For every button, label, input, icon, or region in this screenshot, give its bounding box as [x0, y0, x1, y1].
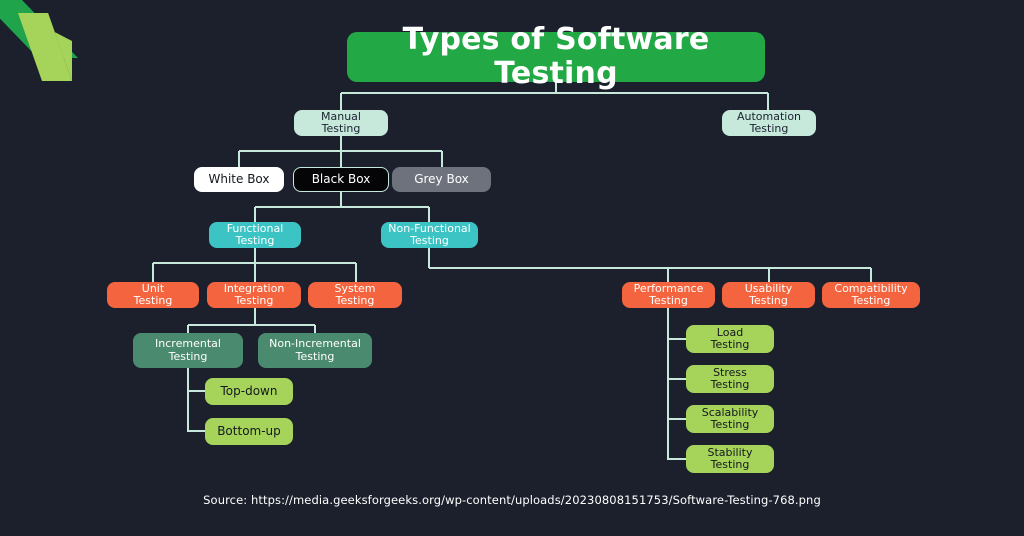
node-system-testing[interactable]: System Testing: [308, 282, 402, 308]
node-compatibility-testing[interactable]: Compatibility Testing: [822, 282, 920, 308]
node-top-down[interactable]: Top-down: [205, 378, 293, 405]
node-non-functional-testing[interactable]: Non-Functional Testing: [381, 222, 478, 248]
node-stress-testing[interactable]: Stress Testing: [686, 365, 774, 393]
node-performance-testing[interactable]: Performance Testing: [622, 282, 715, 308]
source-caption: Source: https://media.geeksforgeeks.org/…: [203, 493, 821, 507]
node-bottom-up[interactable]: Bottom-up: [205, 418, 293, 445]
node-unit-testing[interactable]: Unit Testing: [107, 282, 199, 308]
brand-logo-icon: [0, 0, 78, 81]
node-integration-testing[interactable]: Integration Testing: [207, 282, 301, 308]
node-scalability-testing[interactable]: Scalability Testing: [686, 405, 774, 433]
page-title: Types of Software Testing: [347, 23, 765, 90]
node-load-testing[interactable]: Load Testing: [686, 325, 774, 353]
node-usability-testing[interactable]: Usability Testing: [722, 282, 815, 308]
node-black-box[interactable]: Black Box: [293, 167, 389, 192]
node-grey-box[interactable]: Grey Box: [392, 167, 491, 192]
node-automation-testing[interactable]: Automation Testing: [722, 110, 816, 136]
node-non-incremental-testing[interactable]: Non-Incremental Testing: [258, 333, 372, 368]
node-stability-testing[interactable]: Stability Testing: [686, 445, 774, 473]
node-functional-testing[interactable]: Functional Testing: [209, 222, 301, 248]
node-incremental-testing[interactable]: Incremental Testing: [133, 333, 243, 368]
node-manual-testing[interactable]: Manual Testing: [294, 110, 388, 136]
node-white-box[interactable]: White Box: [194, 167, 284, 192]
